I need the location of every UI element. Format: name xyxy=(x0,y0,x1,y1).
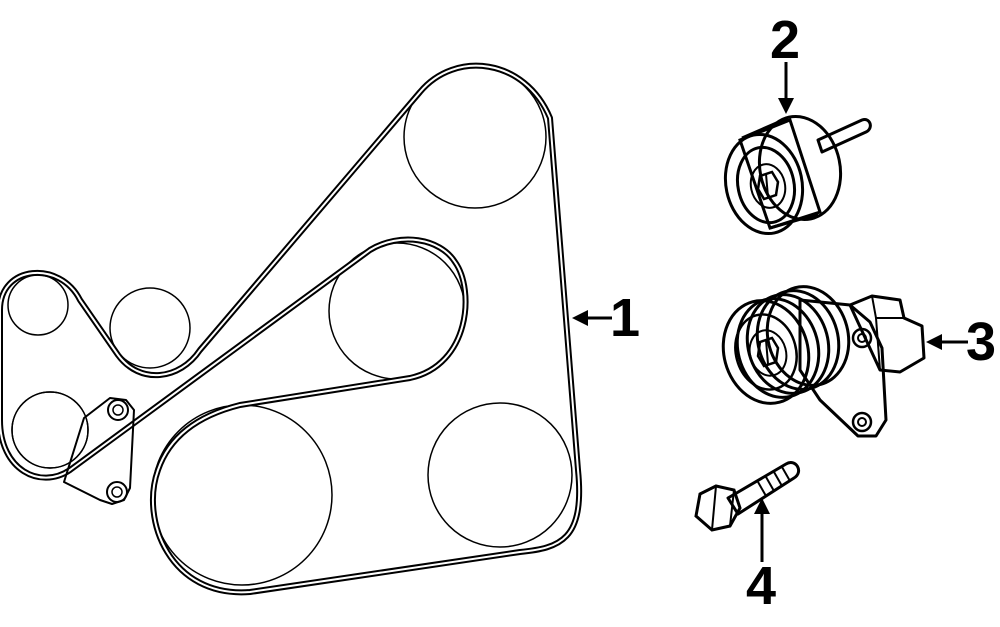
pulley-top-left xyxy=(7,274,69,336)
crank-pulley xyxy=(151,404,333,586)
idler-pulley-part xyxy=(723,114,872,236)
outer-belt xyxy=(0,62,583,596)
callout-2: 2 xyxy=(770,10,800,70)
leader-arrow-4 xyxy=(754,498,770,562)
pulley-lower-left-front xyxy=(11,391,89,469)
belt-system xyxy=(0,62,583,596)
tensioner-bracket xyxy=(63,397,135,505)
callout-1: 1 xyxy=(610,288,640,348)
leader-arrow-2 xyxy=(778,62,794,114)
tensioner-assembly-part xyxy=(721,285,926,438)
pulley-lower-right xyxy=(427,402,573,548)
callout-4: 4 xyxy=(746,556,776,616)
callout-3: 3 xyxy=(966,312,996,372)
leader-arrow-1 xyxy=(572,310,612,326)
idler-small xyxy=(109,287,191,369)
leader-arrow-3 xyxy=(926,334,968,350)
bolt-part xyxy=(694,461,800,532)
